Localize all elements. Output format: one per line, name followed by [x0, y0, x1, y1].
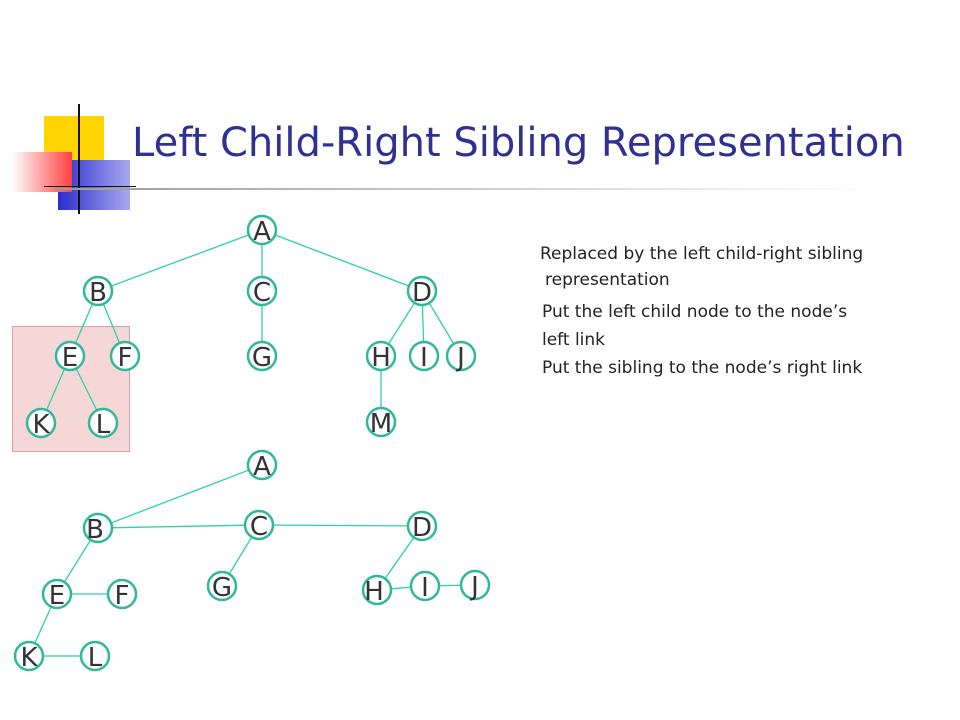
node-C: C	[246, 275, 278, 308]
lcrs-node-C: C	[243, 509, 275, 542]
svg-text:L: L	[88, 643, 103, 673]
lcrs-node-I: I	[409, 570, 441, 603]
svg-text:D: D	[412, 513, 432, 543]
lcrs-node-G: G	[206, 570, 238, 603]
svg-text:E: E	[62, 343, 78, 373]
lcrs-node-D: D	[406, 510, 438, 543]
general-tree-edges	[40, 229, 462, 424]
svg-text:J: J	[469, 572, 479, 602]
lcrs-tree-edges	[28, 464, 476, 657]
svg-text:A: A	[253, 217, 271, 247]
node-I: I	[408, 340, 440, 373]
node-H: H	[365, 340, 397, 373]
svg-text:I: I	[421, 573, 429, 603]
lcrs-node-A: A	[246, 449, 278, 482]
lcrs-node-K: K	[13, 640, 45, 673]
svg-text:J: J	[455, 343, 465, 373]
node-B: B	[82, 275, 114, 308]
svg-text:L: L	[96, 410, 111, 440]
note-line-5: Put the sibling to the node’s right link	[542, 358, 863, 378]
node-G: G	[246, 340, 278, 373]
svg-text:H: H	[364, 577, 384, 607]
lcrs-node-J: J	[459, 569, 491, 602]
lcrs-edge-C-D	[258, 524, 423, 527]
lcrs-node-L: L	[79, 640, 111, 673]
svg-text:C: C	[250, 512, 268, 542]
decor-vertical-line	[78, 104, 80, 214]
node-J: J	[445, 340, 477, 373]
lcrs-node-H: H	[361, 574, 393, 607]
svg-text:K: K	[20, 643, 38, 673]
node-M: M	[365, 406, 397, 439]
node-L: L	[87, 407, 119, 440]
svg-text:F: F	[115, 581, 130, 611]
svg-text:M: M	[370, 409, 392, 439]
decor-red-square	[12, 152, 72, 192]
svg-text:C: C	[253, 278, 271, 308]
node-F: F	[109, 340, 141, 373]
decor-horizontal-line	[44, 186, 136, 187]
note-line-1: Replaced by the left child-right sibling	[540, 244, 864, 264]
title-underline	[56, 188, 876, 190]
node-D: D	[406, 275, 438, 308]
lcrs-edge-A-B	[97, 464, 263, 529]
edge-A-B	[97, 229, 263, 292]
node-K: K	[25, 407, 57, 440]
page-title: Left Child-Right Sibling Representation	[132, 120, 905, 166]
svg-text:F: F	[118, 343, 133, 373]
svg-text:B: B	[86, 515, 104, 545]
general-tree-nodes: A B C D E F G H I J K L M	[25, 214, 477, 440]
lcrs-tree-nodes: A B C D E F G H I J K L	[13, 449, 491, 673]
svg-text:D: D	[412, 278, 432, 308]
svg-text:A: A	[253, 452, 271, 482]
svg-text:G: G	[212, 573, 232, 603]
lcrs-node-F: F	[106, 578, 138, 611]
edge-A-D	[261, 229, 423, 292]
lcrs-edge-B-C	[97, 524, 260, 529]
svg-text:B: B	[89, 278, 107, 308]
note-line-3: Put the left child node to the node’s	[542, 302, 848, 322]
svg-text:I: I	[420, 343, 428, 373]
lcrs-node-B: B	[82, 512, 114, 545]
svg-text:E: E	[49, 581, 65, 611]
node-E: E	[54, 340, 86, 373]
svg-text:H: H	[371, 343, 391, 373]
note-line-2: representation	[545, 270, 670, 290]
note-line-4: left link	[542, 330, 606, 350]
svg-text:G: G	[252, 343, 272, 373]
node-A: A	[246, 214, 278, 247]
lcrs-node-E: E	[41, 578, 73, 611]
svg-text:K: K	[32, 410, 50, 440]
